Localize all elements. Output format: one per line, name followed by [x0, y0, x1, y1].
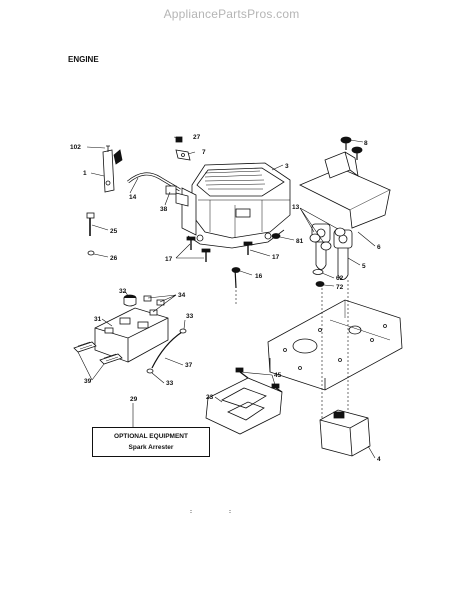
breather-tube: [146, 328, 187, 374]
callout-8: 8: [364, 140, 368, 147]
callout-labels: 102 27 7 3 8 1 14 38 13 25 81 6 26 17 17…: [70, 134, 381, 463]
callout-7: 7: [202, 149, 206, 156]
callout-27: 27: [193, 134, 201, 141]
callout-33-top: 33: [186, 313, 194, 320]
head-gaskets: [73, 341, 123, 365]
callout-13: 13: [292, 204, 300, 211]
engine-mount-bolts: [186, 236, 253, 289]
throttle-bracket: [102, 145, 123, 193]
bolts-8: [340, 136, 363, 160]
valve-cover: [94, 307, 169, 363]
callout-16: 16: [255, 273, 263, 280]
optional-equipment-title: OPTIONAL EQUIPMENT: [114, 433, 188, 440]
callout-14: 14: [129, 194, 137, 201]
callout-29: 29: [130, 396, 138, 403]
site-watermark: AppliancePartsPros.com: [163, 7, 300, 21]
callout-3: 3: [285, 163, 289, 170]
bolt-25: [86, 212, 95, 236]
callout-17-right: 17: [272, 254, 280, 261]
callout-31: 31: [94, 316, 102, 323]
frame-plate: [267, 299, 403, 391]
diagram-title: ENGINE: [68, 55, 99, 64]
callout-72: 72: [336, 284, 344, 291]
washer-nut: [312, 269, 325, 287]
callout-17-left: 17: [165, 256, 173, 263]
callout-62: 62: [336, 275, 344, 282]
callout-37: 37: [185, 362, 193, 369]
callout-5: 5: [362, 263, 366, 270]
callout-33-bottom: 33: [166, 380, 174, 387]
callout-102: 102: [70, 144, 81, 151]
bolt-and-clip: [175, 136, 191, 161]
callout-26: 26: [110, 255, 118, 262]
oil-fill-cap: [123, 294, 137, 307]
optional-equipment-box: OPTIONAL EQUIPMENT Spark Arrester: [92, 427, 210, 457]
exhaust-gaskets: [309, 227, 346, 251]
callout-34: 34: [178, 292, 186, 299]
screw-81: [271, 233, 281, 239]
engine-block: [175, 162, 291, 249]
callout-81: 81: [296, 238, 304, 245]
callout-6: 6: [377, 244, 381, 251]
callout-45: 45: [274, 372, 282, 379]
callout-23: 23: [206, 394, 214, 401]
callout-32: 32: [119, 288, 127, 295]
callout-1: 1: [83, 170, 87, 177]
callout-leaders: [77, 136, 376, 459]
callout-25: 25: [110, 228, 118, 235]
muffler: [319, 409, 371, 457]
washer-26: [87, 250, 95, 256]
fuel-filter: [165, 185, 177, 195]
callout-39: 39: [84, 378, 92, 385]
muffler-shield: [205, 367, 283, 435]
spark-plugs: [143, 295, 165, 316]
heat-shield: [299, 151, 391, 229]
callout-38: 38: [160, 206, 168, 213]
callout-4: 4: [377, 456, 381, 463]
spark-arrester-label: Spark Arrester: [128, 444, 174, 451]
